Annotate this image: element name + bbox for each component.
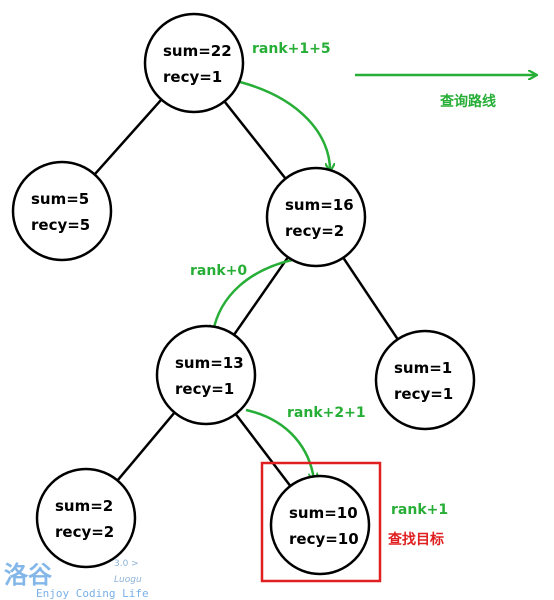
tree-edges bbox=[93, 98, 399, 487]
tree-node-rlr: sum=10 recy=10 bbox=[269, 474, 371, 576]
node-circle bbox=[35, 467, 137, 569]
watermark-luogu: Luogu bbox=[114, 575, 142, 585]
node-sum-label: sum=16 bbox=[285, 196, 354, 214]
node-recy-label: recy=1 bbox=[163, 68, 222, 86]
tree-node-r: sum=16 recy=2 bbox=[265, 166, 367, 268]
node-recy-label: recy=2 bbox=[285, 222, 344, 240]
path-arrow-root-to-right bbox=[239, 80, 330, 170]
node-circle bbox=[155, 324, 257, 426]
edge-root-l bbox=[93, 98, 163, 176]
node-circle bbox=[374, 329, 476, 431]
node-circle bbox=[265, 166, 367, 268]
tree-node-rr: sum=1 recy=1 bbox=[374, 329, 476, 431]
node-sum-label: sum=5 bbox=[31, 190, 89, 208]
node-sum-label: sum=1 bbox=[394, 359, 452, 377]
tree-node-l: sum=5 recy=5 bbox=[11, 160, 113, 262]
path-arrow-rightleft-to-target bbox=[245, 408, 314, 480]
luogu-watermark: 洛谷 3.0 > Luogu Enjoy Coding Life bbox=[4, 559, 149, 600]
tree-node-rl: sum=13 recy=1 bbox=[155, 324, 257, 426]
node-sum-label: sum=10 bbox=[289, 504, 358, 522]
edge-rl-rll bbox=[116, 411, 176, 482]
node-recy-label: recy=5 bbox=[31, 216, 90, 234]
path-label-step2: rank+0 bbox=[190, 263, 247, 279]
watermark-logo-cn: 洛谷 bbox=[4, 561, 53, 589]
node-recy-label: recy=1 bbox=[175, 380, 234, 398]
node-recy-label: recy=1 bbox=[394, 385, 453, 403]
node-circle bbox=[11, 160, 113, 262]
target-label: 查找目标 bbox=[388, 531, 444, 548]
path-label-step3: rank+2+1 bbox=[287, 405, 366, 421]
path-label-step1: rank+1+5 bbox=[252, 41, 331, 57]
path-arrow-right-to-rightleft bbox=[213, 258, 293, 332]
node-circle bbox=[269, 474, 371, 576]
node-recy-label: recy=2 bbox=[55, 523, 114, 541]
legend-label: 查询路线 bbox=[440, 93, 496, 110]
tree-node-rll: sum=2 recy=2 bbox=[35, 467, 137, 569]
tree-nodes: sum=22recy=1sum=5recy=5sum=16recy=2sum=1… bbox=[11, 12, 476, 576]
node-sum-label: sum=22 bbox=[163, 42, 232, 60]
target-highlight-box bbox=[260, 461, 382, 583]
watermark-version: 3.0 > bbox=[114, 559, 139, 569]
query-path bbox=[213, 75, 535, 480]
tree-node-root: sum=22 recy=1 bbox=[143, 12, 245, 114]
node-circle bbox=[143, 12, 245, 114]
watermark-tagline: Enjoy Coding Life bbox=[36, 587, 149, 600]
edge-rl-rlr bbox=[234, 413, 292, 487]
path-label-final: rank+1 bbox=[391, 502, 448, 518]
node-sum-label: sum=13 bbox=[175, 354, 244, 372]
node-sum-label: sum=2 bbox=[55, 497, 113, 515]
edge-r-rl bbox=[232, 256, 290, 336]
edge-root-r bbox=[223, 100, 287, 180]
node-recy-label: recy=10 bbox=[289, 530, 359, 548]
edge-r-rr bbox=[342, 257, 399, 340]
